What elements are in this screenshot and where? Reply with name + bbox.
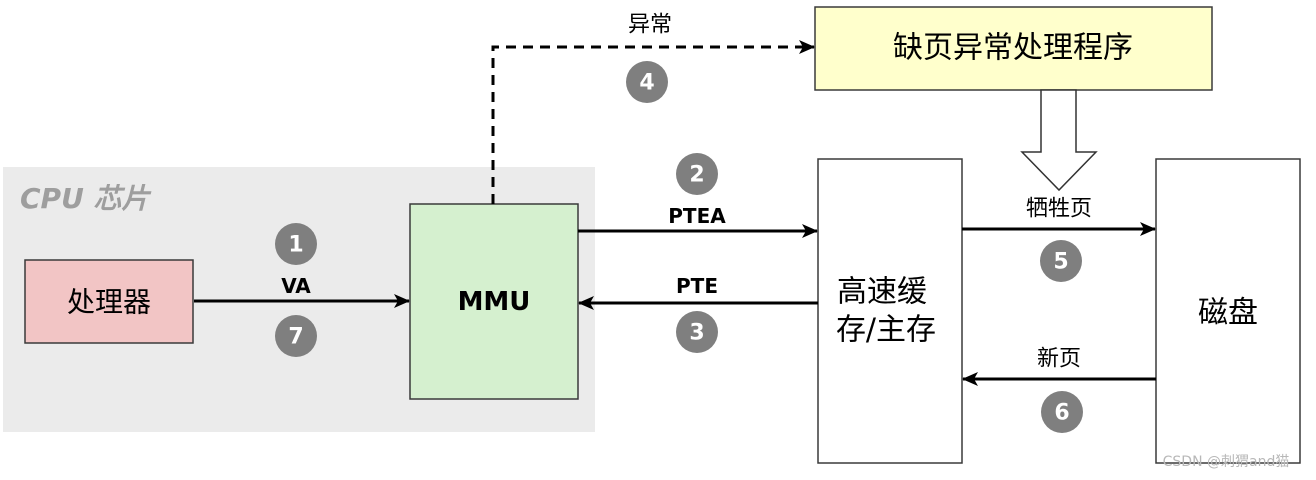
watermark: CSDN @刺猬and猫 — [1163, 454, 1290, 470]
step-number-4: 4 — [639, 71, 654, 96]
disk-box — [1155, 158, 1301, 464]
step-number-5: 5 — [1053, 250, 1068, 275]
new-page-label: 新页 — [1037, 347, 1081, 372]
handler-hollow-arrow — [1020, 89, 1098, 192]
processor-label: 处理器 — [67, 286, 151, 319]
memory-box — [817, 158, 963, 464]
step-number-2: 2 — [689, 163, 704, 188]
memory-label-line-2: 存/主存 — [836, 313, 936, 348]
exception-arrow — [491, 40, 815, 204]
memory-label-line-1: 高速缓 — [837, 275, 927, 310]
disk-label: 磁盘 — [1198, 296, 1258, 331]
handler-box — [814, 6, 1213, 91]
step-number-7: 7 — [288, 325, 303, 350]
step-badge-4 — [626, 61, 668, 103]
exception-label: 异常 — [628, 13, 672, 38]
va-label: VA — [281, 274, 311, 298]
pte-label: PTE — [676, 274, 718, 298]
step-number-3: 3 — [689, 321, 704, 346]
mmu-label: MMU — [458, 287, 531, 317]
step-badge-7 — [275, 315, 317, 357]
victim-page-label: 牺牲页 — [1026, 197, 1092, 222]
step-badge-3 — [676, 311, 718, 353]
handler-label: 缺页异常处理程序 — [893, 31, 1133, 66]
ptea-label: PTEA — [668, 204, 726, 228]
step-number-1: 1 — [288, 233, 303, 258]
step-number-6: 6 — [1054, 401, 1069, 426]
cpu-chip-label: CPU 芯片 — [20, 182, 152, 215]
step-badge-1 — [275, 223, 317, 265]
step-badge-6 — [1041, 391, 1083, 433]
step-badge-5 — [1040, 240, 1082, 282]
step-badge-2 — [676, 153, 718, 195]
processor-box — [24, 259, 194, 344]
